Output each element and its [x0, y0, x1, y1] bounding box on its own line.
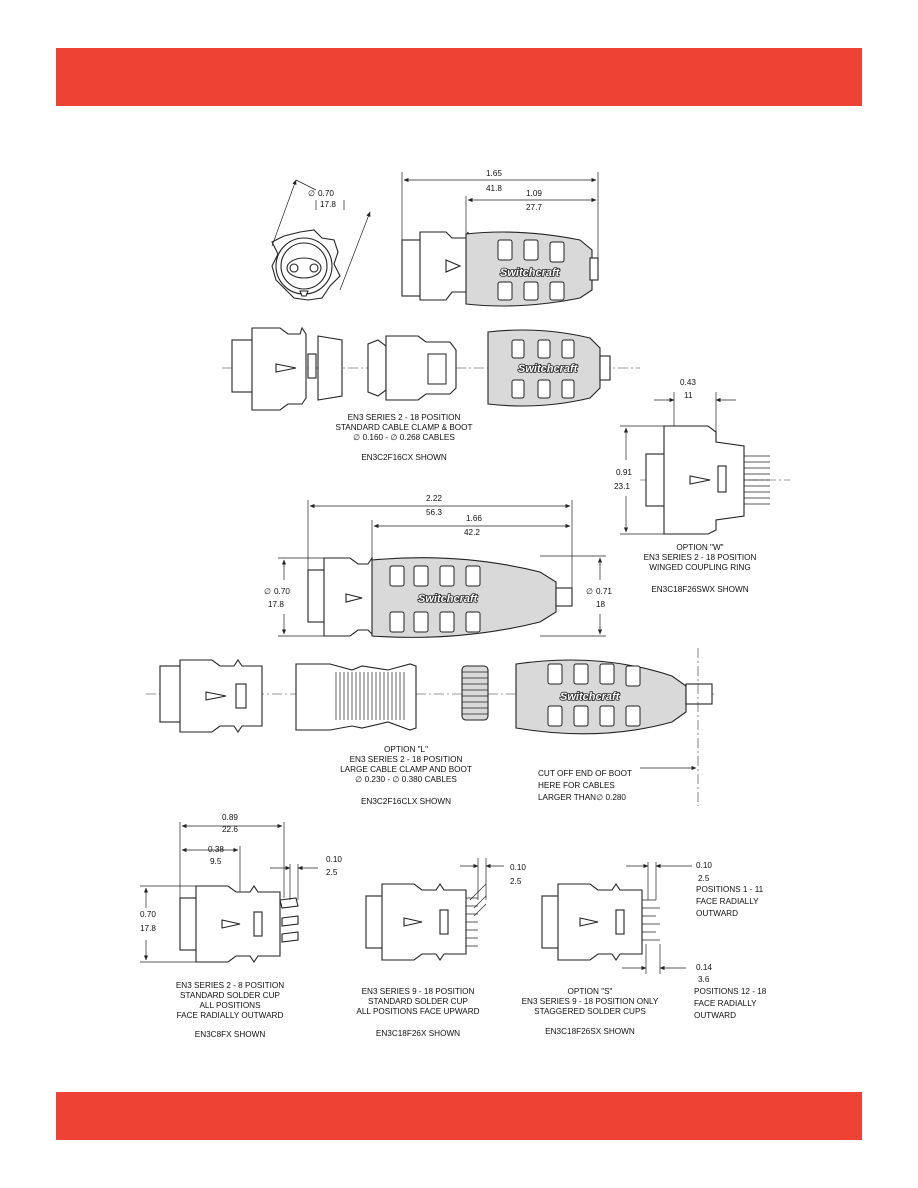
option-l-assembled-view [278, 500, 606, 638]
sc-front-inch: 0.38 [208, 845, 224, 854]
s-cup-inch: 0.10 [696, 861, 712, 870]
l-front-dia-inch: 0.70 [274, 587, 290, 596]
l-front-dia-mm: 17.8 [268, 600, 284, 609]
s-cup2-inch: 0.14 [696, 963, 712, 972]
l-caption-line2: EN3 SERIES 2 - 18 POSITION [350, 755, 463, 764]
l-model: EN3C2F16CLX SHOWN [361, 797, 451, 806]
sc18-caption-line1: EN3 SERIES 9 - 18 POSITION [362, 987, 475, 996]
brand-logo-l-exploded: Switchcraft [560, 691, 621, 703]
cutoff-line3: LARGER THAN∅ 0.280 [538, 793, 626, 802]
sc8-caption-line4: FACE RADIALLY OUTWARD [177, 1011, 284, 1020]
sc-overall-inch: 0.89 [222, 813, 238, 822]
s-caption-line3: STAGGERED SOLDER CUPS [534, 1007, 646, 1016]
diameter-symbol-r: ∅ [586, 587, 593, 596]
pos-12-18-line1: POSITIONS 12 - 18 [694, 987, 767, 996]
bottom-red-band [56, 1092, 862, 1140]
s-model: EN3C18F26SX SHOWN [545, 1027, 635, 1036]
sc18-caption-line2: STANDARD SOLDER CUP [368, 997, 468, 1006]
top-red-band [56, 48, 862, 106]
brand-logo-exploded: Switchcraft [518, 363, 579, 375]
std-boot-mm: 27.7 [526, 203, 542, 212]
std-model: EN3C2F16CX SHOWN [361, 453, 447, 462]
w-model: EN3C18F26SWX SHOWN [651, 585, 748, 594]
l-rear-dia-inch: 0.71 [596, 587, 612, 596]
l-overall-mm: 56.3 [426, 508, 442, 517]
std-caption-line1: EN3 SERIES 2 - 18 POSITION [348, 413, 461, 422]
sc-height-inch: 0.70 [140, 910, 156, 919]
face-dia-mm: 17.8 [320, 200, 336, 209]
std-overall-mm: 41.8 [486, 184, 502, 193]
w-caption-line1: OPTION "W" [676, 543, 723, 552]
solder-cup-2-8-view [140, 822, 318, 963]
standard-exploded-view [222, 326, 640, 411]
w-caption-line2: EN3 SERIES 2 - 18 POSITION [644, 553, 757, 562]
solder-cup-9-18-view [365, 858, 504, 961]
l-caption-line3: LARGE CABLE CLAMP AND BOOT [340, 765, 472, 774]
pos-12-18-line3: OUTWARD [694, 1011, 736, 1020]
l-caption-line4: ∅ 0.230 - ∅ 0.380 CABLES [355, 775, 457, 784]
sc18-caption-line3: ALL POSITIONS FACE UPWARD [356, 1007, 479, 1016]
s-cup2-mm: 3.6 [698, 975, 710, 984]
pos-1-11-line2: FACE RADIALLY [696, 897, 759, 906]
option-w-view [620, 392, 790, 535]
sc8-caption-line3: ALL POSITIONS [199, 1001, 261, 1010]
pos-12-18-line2: FACE RADIALLY [694, 999, 757, 1008]
s-caption-line1: OPTION "S" [568, 987, 613, 996]
sc18-model: EN3C18F26X SHOWN [376, 1029, 460, 1038]
sc-front-mm: 9.5 [210, 857, 222, 866]
w-depth-inch: 0.43 [680, 378, 696, 387]
w-height-inch: 0.91 [616, 468, 632, 477]
front-face-view [271, 179, 371, 301]
brand-logo: Switchcraft [500, 267, 561, 279]
brand-logo-l: Switchcraft [418, 593, 479, 605]
std-caption-line3: ∅ 0.160 - ∅ 0.268 CABLES [353, 433, 455, 442]
cutoff-line1: CUT OFF END OF BOOT [538, 769, 632, 778]
option-s-view [541, 862, 692, 974]
l-boot-mm: 42.2 [464, 528, 480, 537]
option-l-exploded-view [146, 648, 716, 806]
sc18-cup-inch: 0.10 [510, 863, 526, 872]
w-height-mm: 23.1 [614, 482, 630, 491]
diameter-symbol: ∅ [308, 189, 315, 198]
sc8-caption-line2: STANDARD SOLDER CUP [180, 991, 280, 1000]
pos-1-11-line3: OUTWARD [696, 909, 738, 918]
sc-overall-mm: 22.6 [222, 825, 238, 834]
sc18-cup-mm: 2.5 [510, 877, 522, 886]
cutoff-line2: HERE FOR CABLES [538, 781, 615, 790]
sc-height-mm: 17.8 [140, 924, 156, 933]
sc-cup-inch: 0.10 [326, 855, 342, 864]
sc-cup-mm: 2.5 [326, 868, 338, 877]
std-boot-inch: 1.09 [526, 189, 542, 198]
diameter-symbol-l: ∅ [264, 587, 271, 596]
face-dia-inch: 0.70 [318, 189, 334, 198]
sc8-caption-line1: EN3 SERIES 2 - 8 POSITION [176, 981, 284, 990]
s-caption-line2: EN3 SERIES 9 - 18 POSITION ONLY [522, 997, 659, 1006]
l-caption-line1: OPTION "L" [384, 745, 428, 754]
standard-assembled-view [401, 172, 599, 307]
pos-1-11-line1: POSITIONS 1 - 11 [696, 885, 764, 894]
mm-bracket [315, 200, 345, 210]
l-overall-inch: 2.22 [426, 494, 442, 503]
s-cup-mm: 2.5 [698, 874, 710, 883]
l-rear-dia-mm: 18 [596, 600, 606, 609]
w-depth-mm: 11 [684, 391, 693, 400]
l-boot-inch: 1.66 [466, 514, 482, 523]
std-overall-inch: 1.65 [486, 169, 502, 178]
std-caption-line2: STANDARD CABLE CLAMP & BOOT [335, 423, 472, 432]
w-caption-line3: WINGED COUPLING RING [649, 563, 750, 572]
sc8-model: EN3C8FX SHOWN [195, 1030, 266, 1039]
